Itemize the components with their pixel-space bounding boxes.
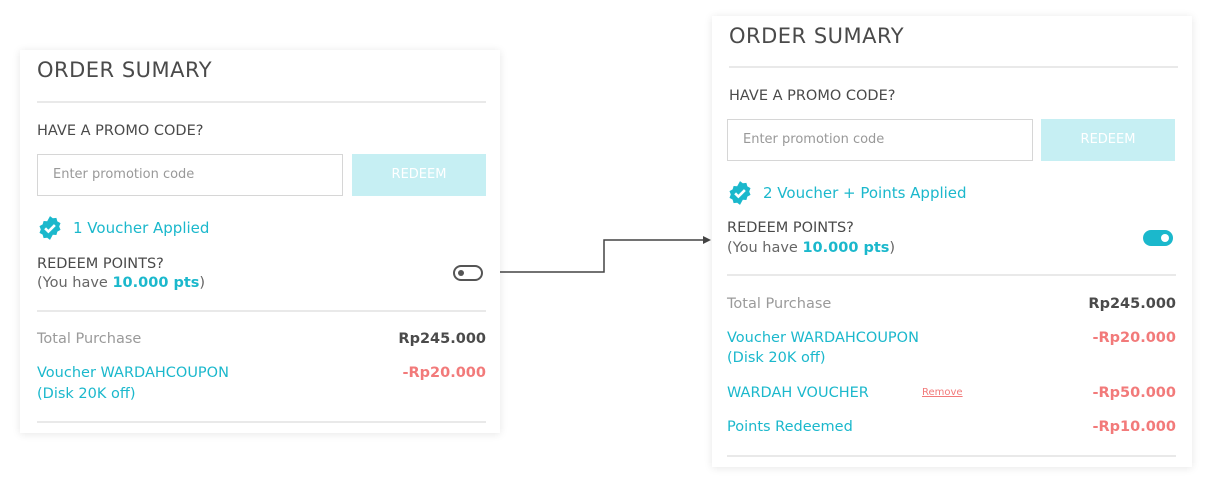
- voucher-discount-note: (Disk 20K off): [727, 350, 826, 366]
- voucher-discount-note: (Disk 20K off): [37, 386, 136, 402]
- points-redeemed-value: -Rp10.000: [1092, 419, 1176, 435]
- redeem-button[interactable]: REDEEM: [1041, 119, 1175, 161]
- redeem-points-toggle[interactable]: [453, 265, 483, 281]
- divider: [37, 310, 486, 312]
- points-value: 10.000 pts: [802, 240, 890, 256]
- total-purchase-label: Total Purchase: [727, 296, 832, 312]
- promo-code-input[interactable]: Enter promotion code: [727, 119, 1033, 161]
- redeem-points-label: REDEEM POINTS?: [37, 256, 164, 272]
- voucher-value: -Rp20.000: [402, 365, 486, 381]
- redeem-button[interactable]: REDEEM: [352, 154, 486, 196]
- redeem-points-label: REDEEM POINTS?: [727, 220, 854, 236]
- points-suffix: ): [199, 275, 206, 291]
- divider: [37, 101, 486, 103]
- remove-voucher-link[interactable]: Remove: [922, 387, 963, 398]
- card-title: ORDER SUMARY: [37, 58, 213, 82]
- points-suffix: ): [889, 240, 896, 256]
- total-purchase-label: Total Purchase: [37, 331, 142, 347]
- divider: [37, 421, 486, 423]
- points-balance: (You have 10.000 pts): [37, 273, 205, 293]
- card-title: ORDER SUMARY: [729, 24, 905, 48]
- applied-text: 2 Voucher + Points Applied: [763, 184, 967, 202]
- order-summary-card-before: ORDER SUMARY HAVE A PROMO CODE? Enter pr…: [20, 50, 500, 433]
- wardah-voucher-value: -Rp50.000: [1092, 385, 1176, 401]
- promo-label: HAVE A PROMO CODE?: [37, 123, 204, 139]
- points-prefix: (You have: [37, 275, 113, 291]
- toggle-knob: [458, 270, 464, 276]
- points-value: 10.000 pts: [112, 275, 200, 291]
- applied-text: 1 Voucher Applied: [73, 219, 210, 237]
- order-summary-card-after: ORDER SUMARY HAVE A PROMO CODE? Enter pr…: [712, 16, 1192, 467]
- verified-badge-icon: [39, 216, 61, 240]
- promo-code-input[interactable]: Enter promotion code: [37, 154, 343, 196]
- voucher-applied-status: 2 Voucher + Points Applied: [727, 180, 967, 206]
- points-redeemed-label: Points Redeemed: [727, 419, 853, 435]
- total-purchase-value: Rp245.000: [398, 331, 486, 347]
- redeem-points-toggle[interactable]: [1143, 230, 1173, 246]
- voucher-value: -Rp20.000: [1092, 330, 1176, 346]
- points-balance: (You have 10.000 pts): [727, 238, 895, 258]
- voucher-label: Voucher WARDAHCOUPON: [727, 330, 919, 346]
- voucher-label: Voucher WARDAHCOUPON: [37, 365, 229, 381]
- divider: [727, 455, 1176, 457]
- voucher-applied-status: 1 Voucher Applied: [37, 215, 209, 241]
- points-prefix: (You have: [727, 240, 803, 256]
- wardah-voucher-label: WARDAH VOUCHER: [727, 385, 869, 401]
- toggle-knob: [1161, 234, 1169, 242]
- divider: [727, 274, 1176, 276]
- verified-badge-icon: [729, 181, 751, 205]
- promo-label: HAVE A PROMO CODE?: [729, 88, 896, 104]
- total-purchase-value: Rp245.000: [1088, 296, 1176, 312]
- divider: [729, 66, 1178, 68]
